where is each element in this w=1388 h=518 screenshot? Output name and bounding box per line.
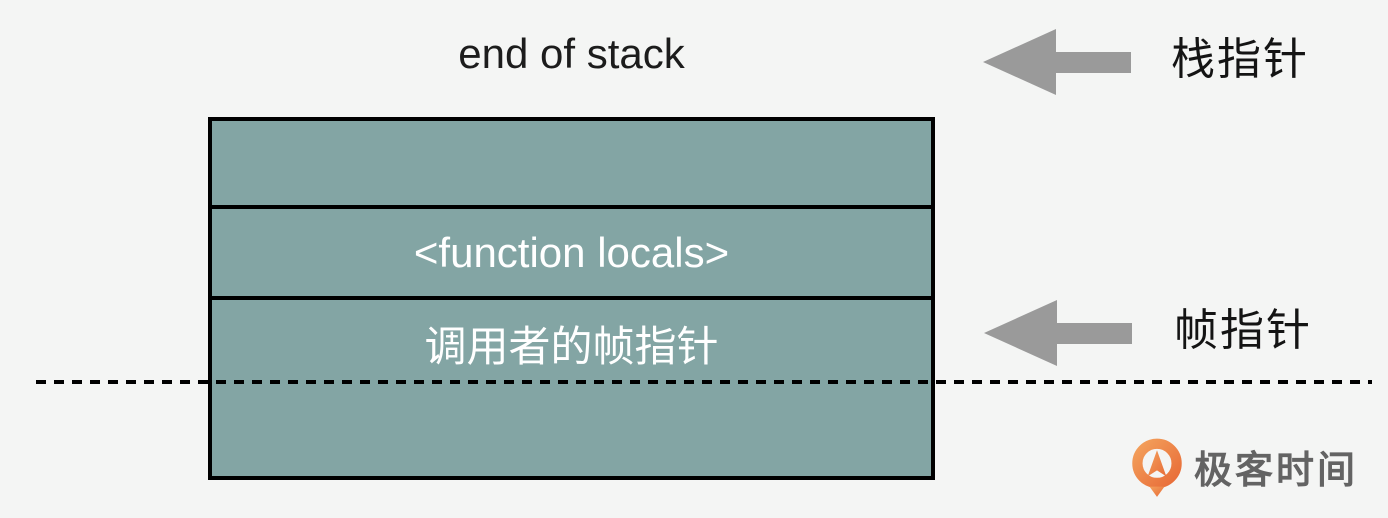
frame-pointer-left-arrow-icon	[984, 300, 1132, 366]
diagram-title: end of stack	[458, 30, 685, 77]
stack-cell-caller-frame-pointer: 调用者的帧指针	[424, 322, 719, 370]
stack-cell-empty-top	[212, 121, 931, 209]
frame-pointer-label: 帧指针	[1174, 306, 1312, 355]
stack-pointer-left-arrow-icon	[983, 29, 1131, 95]
stack-cell-function-locals: <function locals>	[212, 209, 931, 300]
arrow-head	[983, 29, 1056, 95]
stack-pointer-label: 栈指针	[1171, 35, 1309, 84]
stack-cell-empty-bottom	[212, 386, 931, 476]
geektime-logo-text: 极客时间	[1194, 449, 1359, 492]
geektime-logo-icon	[1129, 438, 1185, 503]
stack-box: <function locals> 调用者的帧指针	[208, 117, 935, 480]
geektime-logo: 极客时间	[1129, 438, 1358, 503]
frame-boundary-dashed-line	[36, 380, 1372, 384]
arrow-shaft	[1057, 322, 1132, 344]
arrow-head	[984, 300, 1057, 366]
arrow-shaft	[1056, 51, 1131, 73]
